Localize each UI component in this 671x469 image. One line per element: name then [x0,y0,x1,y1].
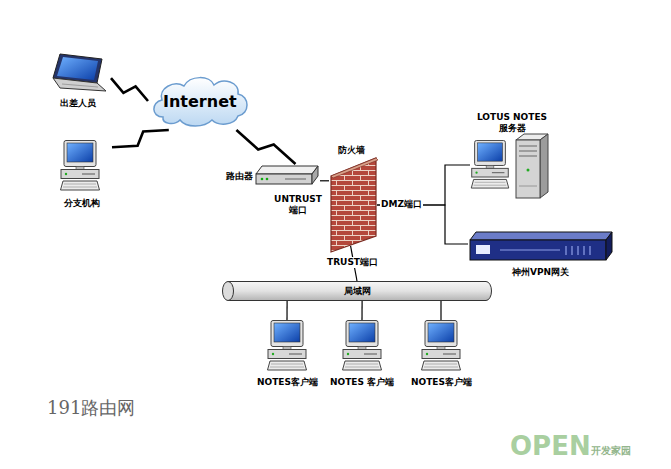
laptop-icon-part [53,78,106,91]
firewall-wall [331,158,378,252]
client-pc-icon [422,321,461,371]
network-cable [440,301,441,320]
device-label: NOTES客户端 [411,377,472,388]
device-label: 分支机构 [64,198,100,209]
server-node: LOTUS NOTES 服务器 [470,112,555,200]
vpn-gateway-node: 神州VPN网关 [468,228,614,280]
vpn-gateway-device-part [500,246,590,255]
firewall-wall-part [331,158,378,178]
client-pc-icon [268,321,307,371]
internet-cloud: Internet [148,72,252,130]
device-label: 防火墙 [338,145,365,156]
client-node: NOTES 客户端 [324,320,400,390]
network-cable [361,301,362,320]
vpn-gateway-device-part [470,232,612,240]
server-icons-part [540,134,548,198]
pipe-outline-part-part [223,282,234,301]
desktop-icon [61,141,100,191]
server-icons-part [516,140,540,198]
router-icon-part [261,178,264,181]
device-label: LOTUS NOTES 服务器 [472,112,552,134]
firewall-node: 防火墙 [329,145,377,246]
wireless-link [112,130,169,147]
vpn-gateway-device-part [470,240,606,260]
router-icon-part [256,174,312,184]
watermark: 191路由网 [47,397,135,419]
device-label: 神州VPN网关 [512,267,569,278]
laptop-icon [53,54,106,91]
firewall-wall-part [331,158,376,252]
device-label: 局域网 [344,286,371,297]
cloud-outline-part-part [154,78,247,126]
server-icons-part [527,169,530,172]
router-node: 路由器 [222,164,320,188]
laptop-icon-part [62,84,98,87]
router-icon [256,166,318,184]
router-icon-part [312,166,318,184]
server-icons-part [519,146,537,156]
router-icon-part [266,178,269,181]
pipe-outline-part-part [228,282,492,301]
laptop-icon-part [57,57,98,80]
network-cable [377,205,468,244]
laptop-node: 出差人员 [45,52,111,110]
server-icons-part [471,140,509,188]
device-label: Internet [163,92,237,111]
vpn-gateway-device-part [606,232,612,260]
router-icon-part [256,166,318,174]
lan-pipe: 局域网 [222,281,492,301]
device-label: NOTES 客户端 [330,377,394,388]
network-cable [320,180,329,181]
client-pc-icon [343,321,382,371]
server-icons-part [519,186,537,187]
device-label: NOTES客户端 [257,377,318,388]
device-label: 路由器 [226,171,253,182]
watermark: 开发家园 [591,444,631,458]
port-label: TRUST端口 [326,257,379,268]
port-label: UNTRUST 端口 [271,194,325,216]
vpn-gateway-device [470,232,612,260]
vpn-gateway-device-part [476,245,490,254]
server-icons [471,134,548,198]
client-node: NOTES客户端 [249,320,325,390]
device-label: 出差人员 [60,98,96,109]
branch-pc-node: 分支机构 [52,140,112,212]
client-node: NOTES客户端 [403,320,479,390]
router-icon-part [285,179,306,180]
port-label: DMZ端口 [380,199,423,210]
wireless-link [236,130,295,164]
watermark: OPEN [510,431,591,461]
wireless-link [111,78,148,101]
network-cable [286,301,287,320]
